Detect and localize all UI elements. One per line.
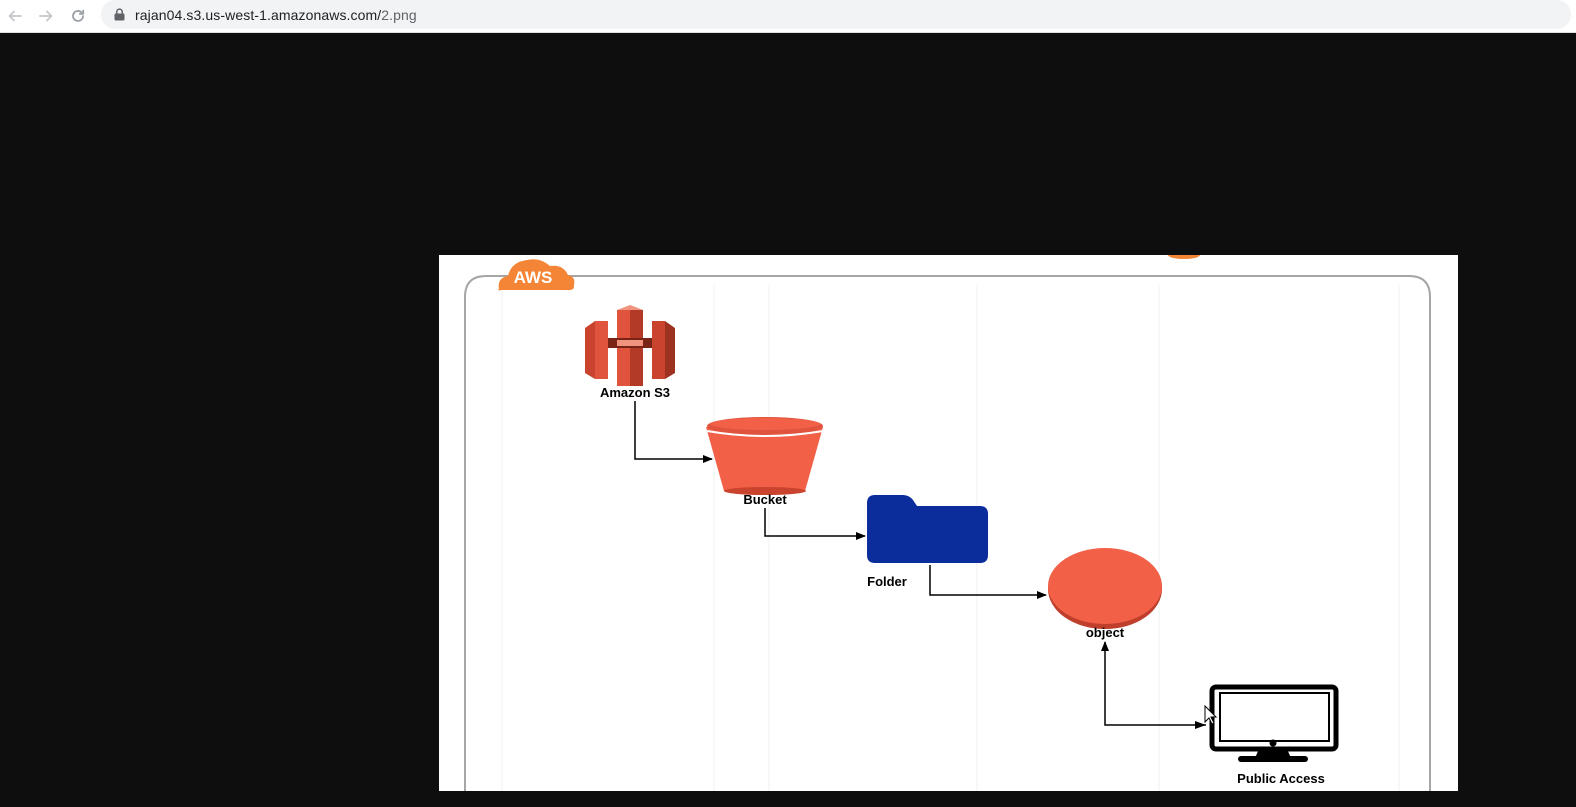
connector-public-to-object xyxy=(1101,641,1206,726)
aws-cloud-icon: AWS xyxy=(498,259,575,291)
node-label-object: object xyxy=(1086,625,1125,640)
object-icon xyxy=(1048,548,1162,629)
browser-toolbar: rajan04.s3.us-west-1.amazonaws.com/2.png xyxy=(0,0,1576,33)
address-bar[interactable]: rajan04.s3.us-west-1.amazonaws.com/2.png xyxy=(101,0,1571,29)
image-viewer: AWS Amazon S3 xyxy=(0,33,1576,807)
monitor-icon xyxy=(1209,684,1339,762)
background-grid xyxy=(501,285,1400,791)
connector-bucket-to-folder xyxy=(764,508,866,540)
node-label-bucket: Bucket xyxy=(743,492,787,507)
reload-icon xyxy=(72,9,85,22)
aws-group-label: AWS xyxy=(514,268,553,287)
amazon-s3-icon xyxy=(585,305,675,386)
back-button[interactable] xyxy=(3,4,27,28)
node-label-amazon-s3: Amazon S3 xyxy=(600,385,670,400)
url-path: 2.png xyxy=(381,6,417,23)
bucket-icon xyxy=(706,417,824,495)
url-text[interactable]: rajan04.s3.us-west-1.amazonaws.com/2.png xyxy=(135,7,417,23)
node-label-folder: Folder xyxy=(867,574,907,589)
url-host: rajan04.s3.us-west-1.amazonaws.com/ xyxy=(135,6,382,23)
arrow-left-icon xyxy=(8,10,22,22)
connector-object-to-public-arrowhead xyxy=(1195,721,1206,729)
arrow-right-icon xyxy=(39,10,53,22)
connector-s3-to-bucket xyxy=(634,401,713,463)
aws-group-boundary xyxy=(464,275,1431,791)
lock-icon[interactable] xyxy=(114,8,126,22)
folder-icon xyxy=(867,495,988,563)
node-label-public-access: Public Access xyxy=(1237,771,1325,786)
orange-badge-partial xyxy=(1168,255,1200,259)
forward-button[interactable] xyxy=(34,4,58,28)
connector-folder-to-object xyxy=(929,565,1047,599)
reload-button[interactable] xyxy=(66,4,90,28)
diagram-image[interactable]: AWS Amazon S3 xyxy=(439,255,1458,791)
architecture-diagram: AWS Amazon S3 xyxy=(464,255,1431,791)
mouse-cursor-icon xyxy=(1204,704,1218,725)
